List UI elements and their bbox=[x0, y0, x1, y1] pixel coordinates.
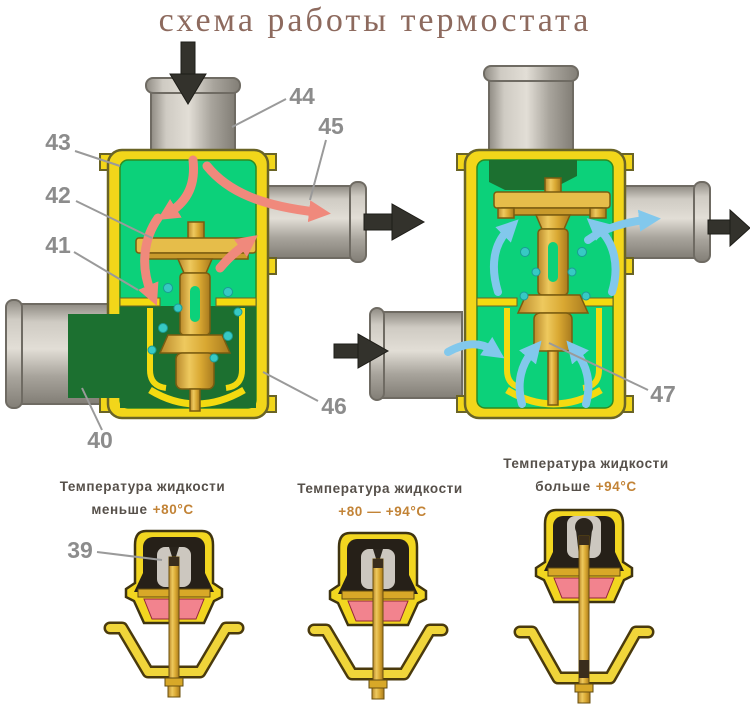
flow-in-right-unit-arrow-icon bbox=[333, 333, 390, 369]
thermo-element-warm bbox=[307, 531, 449, 700]
caption-line2: больше+94°С bbox=[535, 479, 637, 494]
thermo-element-rod bbox=[168, 556, 180, 680]
caption-line2: меньше+80°С bbox=[91, 502, 194, 517]
part-label-47: 47 bbox=[650, 381, 676, 407]
left-valve-assembly bbox=[135, 221, 257, 412]
part-label-41: 41 bbox=[45, 232, 71, 258]
right-inlet-pipe-left bbox=[369, 307, 463, 401]
caption-temp-below-80: Температура жидкости меньше+80°С bbox=[30, 475, 255, 521]
caption-temp-above-94: Температура жидкости больше+94°С bbox=[478, 452, 694, 498]
part-label-42: 42 bbox=[45, 182, 71, 208]
temp-value: +80°С bbox=[152, 502, 194, 517]
right-top-pipe bbox=[483, 65, 579, 153]
caption-line1: Температура жидкости bbox=[59, 479, 226, 494]
coolant-bubbles-right bbox=[519, 247, 591, 301]
part-label-44: 44 bbox=[289, 83, 315, 109]
flow-in-top-arrow-icon bbox=[169, 41, 207, 105]
temp-value: +94°С bbox=[595, 479, 637, 494]
part-label-46: 46 bbox=[321, 393, 347, 419]
thermo-element-rod bbox=[372, 558, 384, 682]
part-label-40: 40 bbox=[87, 427, 113, 453]
part-label-39: 39 bbox=[67, 537, 93, 563]
hot-flow-arrows bbox=[138, 155, 331, 306]
flow-out-left-unit-arrow-icon bbox=[363, 203, 426, 241]
caption-line1: Температура жидкости bbox=[297, 481, 463, 496]
cool-flow-arrows bbox=[444, 209, 661, 408]
page-title: схема работы термостата bbox=[158, 2, 592, 39]
thermo-element-cold bbox=[103, 529, 245, 698]
left-outlet-pipe-right bbox=[261, 181, 367, 263]
caption-line2: +80 — +94°С bbox=[272, 500, 488, 523]
caption-temp-80-94: Температура жидкости +80 — +94°С bbox=[272, 477, 488, 523]
right-valve-assembly bbox=[493, 177, 611, 406]
flow-out-right-unit-arrow-icon bbox=[707, 208, 750, 248]
thermo-element-hot bbox=[513, 508, 655, 704]
right-thermostat-section bbox=[369, 65, 711, 420]
caption-line1: Температура жидкости bbox=[503, 456, 669, 471]
left-thermostat-section bbox=[5, 77, 367, 420]
part-label-45: 45 bbox=[318, 113, 344, 139]
leader-lines bbox=[73, 98, 649, 561]
coolant-bubbles-left bbox=[147, 283, 243, 363]
part-label-43: 43 bbox=[45, 129, 71, 155]
temp-value: +80 — +94°С bbox=[338, 504, 427, 519]
